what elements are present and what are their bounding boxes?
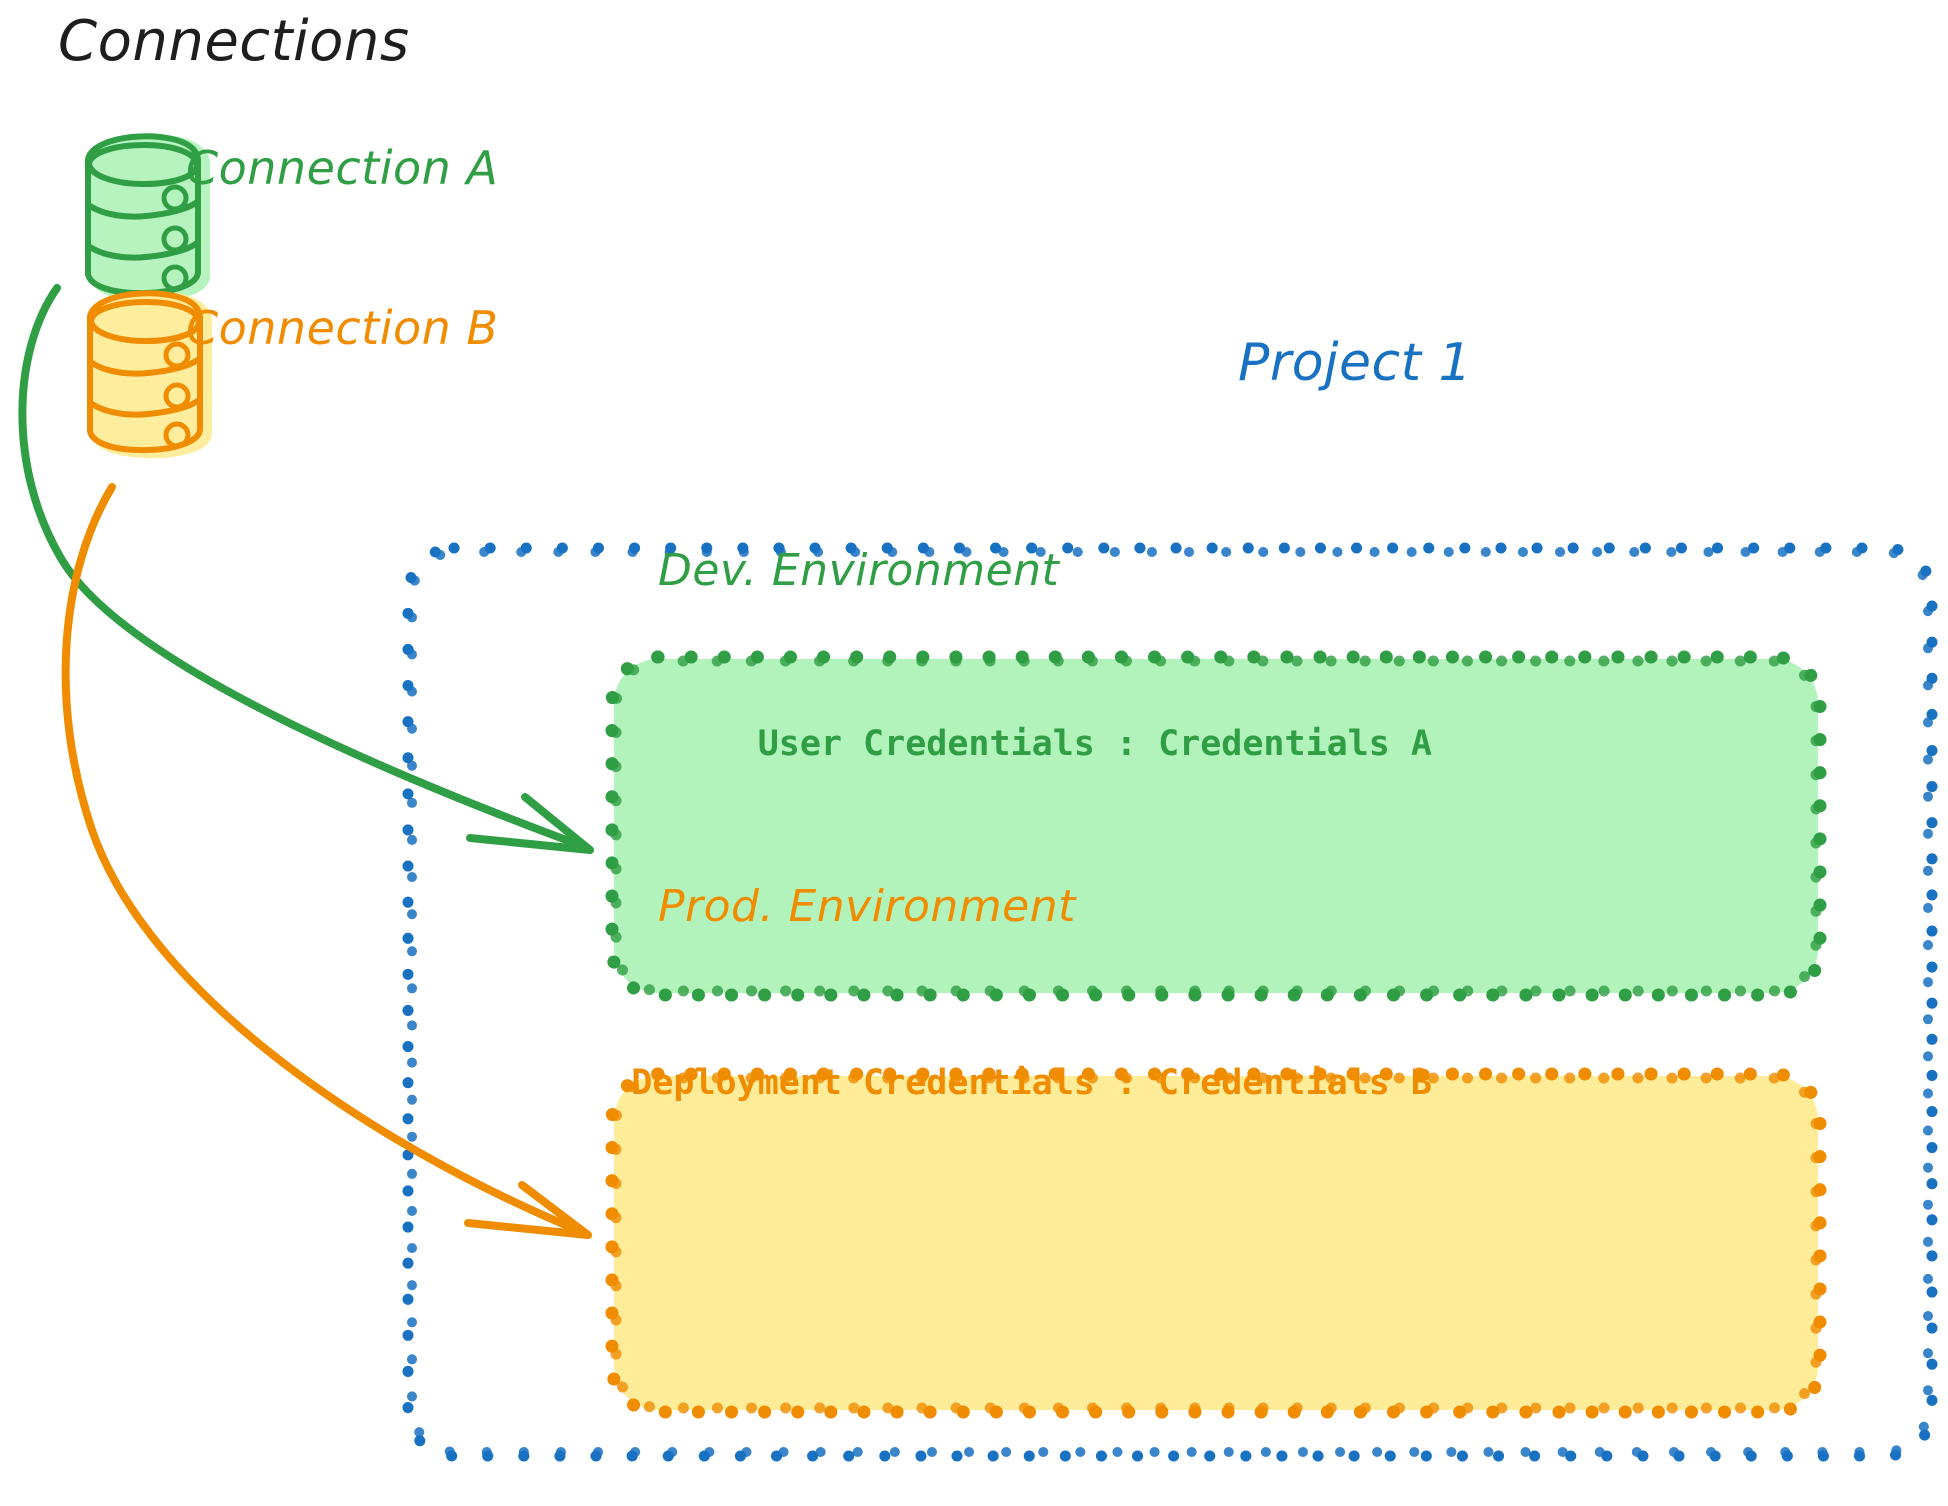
database-icon-connection-b[interactable] <box>86 290 213 459</box>
dev-environment-credentials: User Credentials : Credentials A <box>757 724 1432 764</box>
label-connection-a: Connection A <box>186 141 499 195</box>
connection-b-node[interactable] <box>80 277 240 457</box>
prod-environment-box[interactable] <box>605 1067 1827 1419</box>
project-container-border <box>402 542 1938 1462</box>
arrow-connection-b-to-prod <box>61 483 592 1239</box>
arrow-connection-a-to-dev <box>18 284 594 854</box>
database-icon-connection-a[interactable] <box>84 133 211 302</box>
dev-environment-title: Dev. Environment <box>658 545 1060 596</box>
prod-environment-title: Prod. Environment <box>658 881 1076 932</box>
prod-environment-credentials: Deployment Credentials : Credentials B <box>631 1063 1432 1103</box>
page-title: Connections <box>58 9 410 74</box>
label-connection-b: Connection B <box>186 301 499 355</box>
connection-a-node[interactable] <box>78 120 238 300</box>
prod-environment-region[interactable] <box>612 1074 1820 1412</box>
dev-environment-region[interactable] <box>612 657 1820 995</box>
project-title: Project 1 <box>1238 333 1473 393</box>
dev-environment-box[interactable] <box>605 650 1827 1002</box>
